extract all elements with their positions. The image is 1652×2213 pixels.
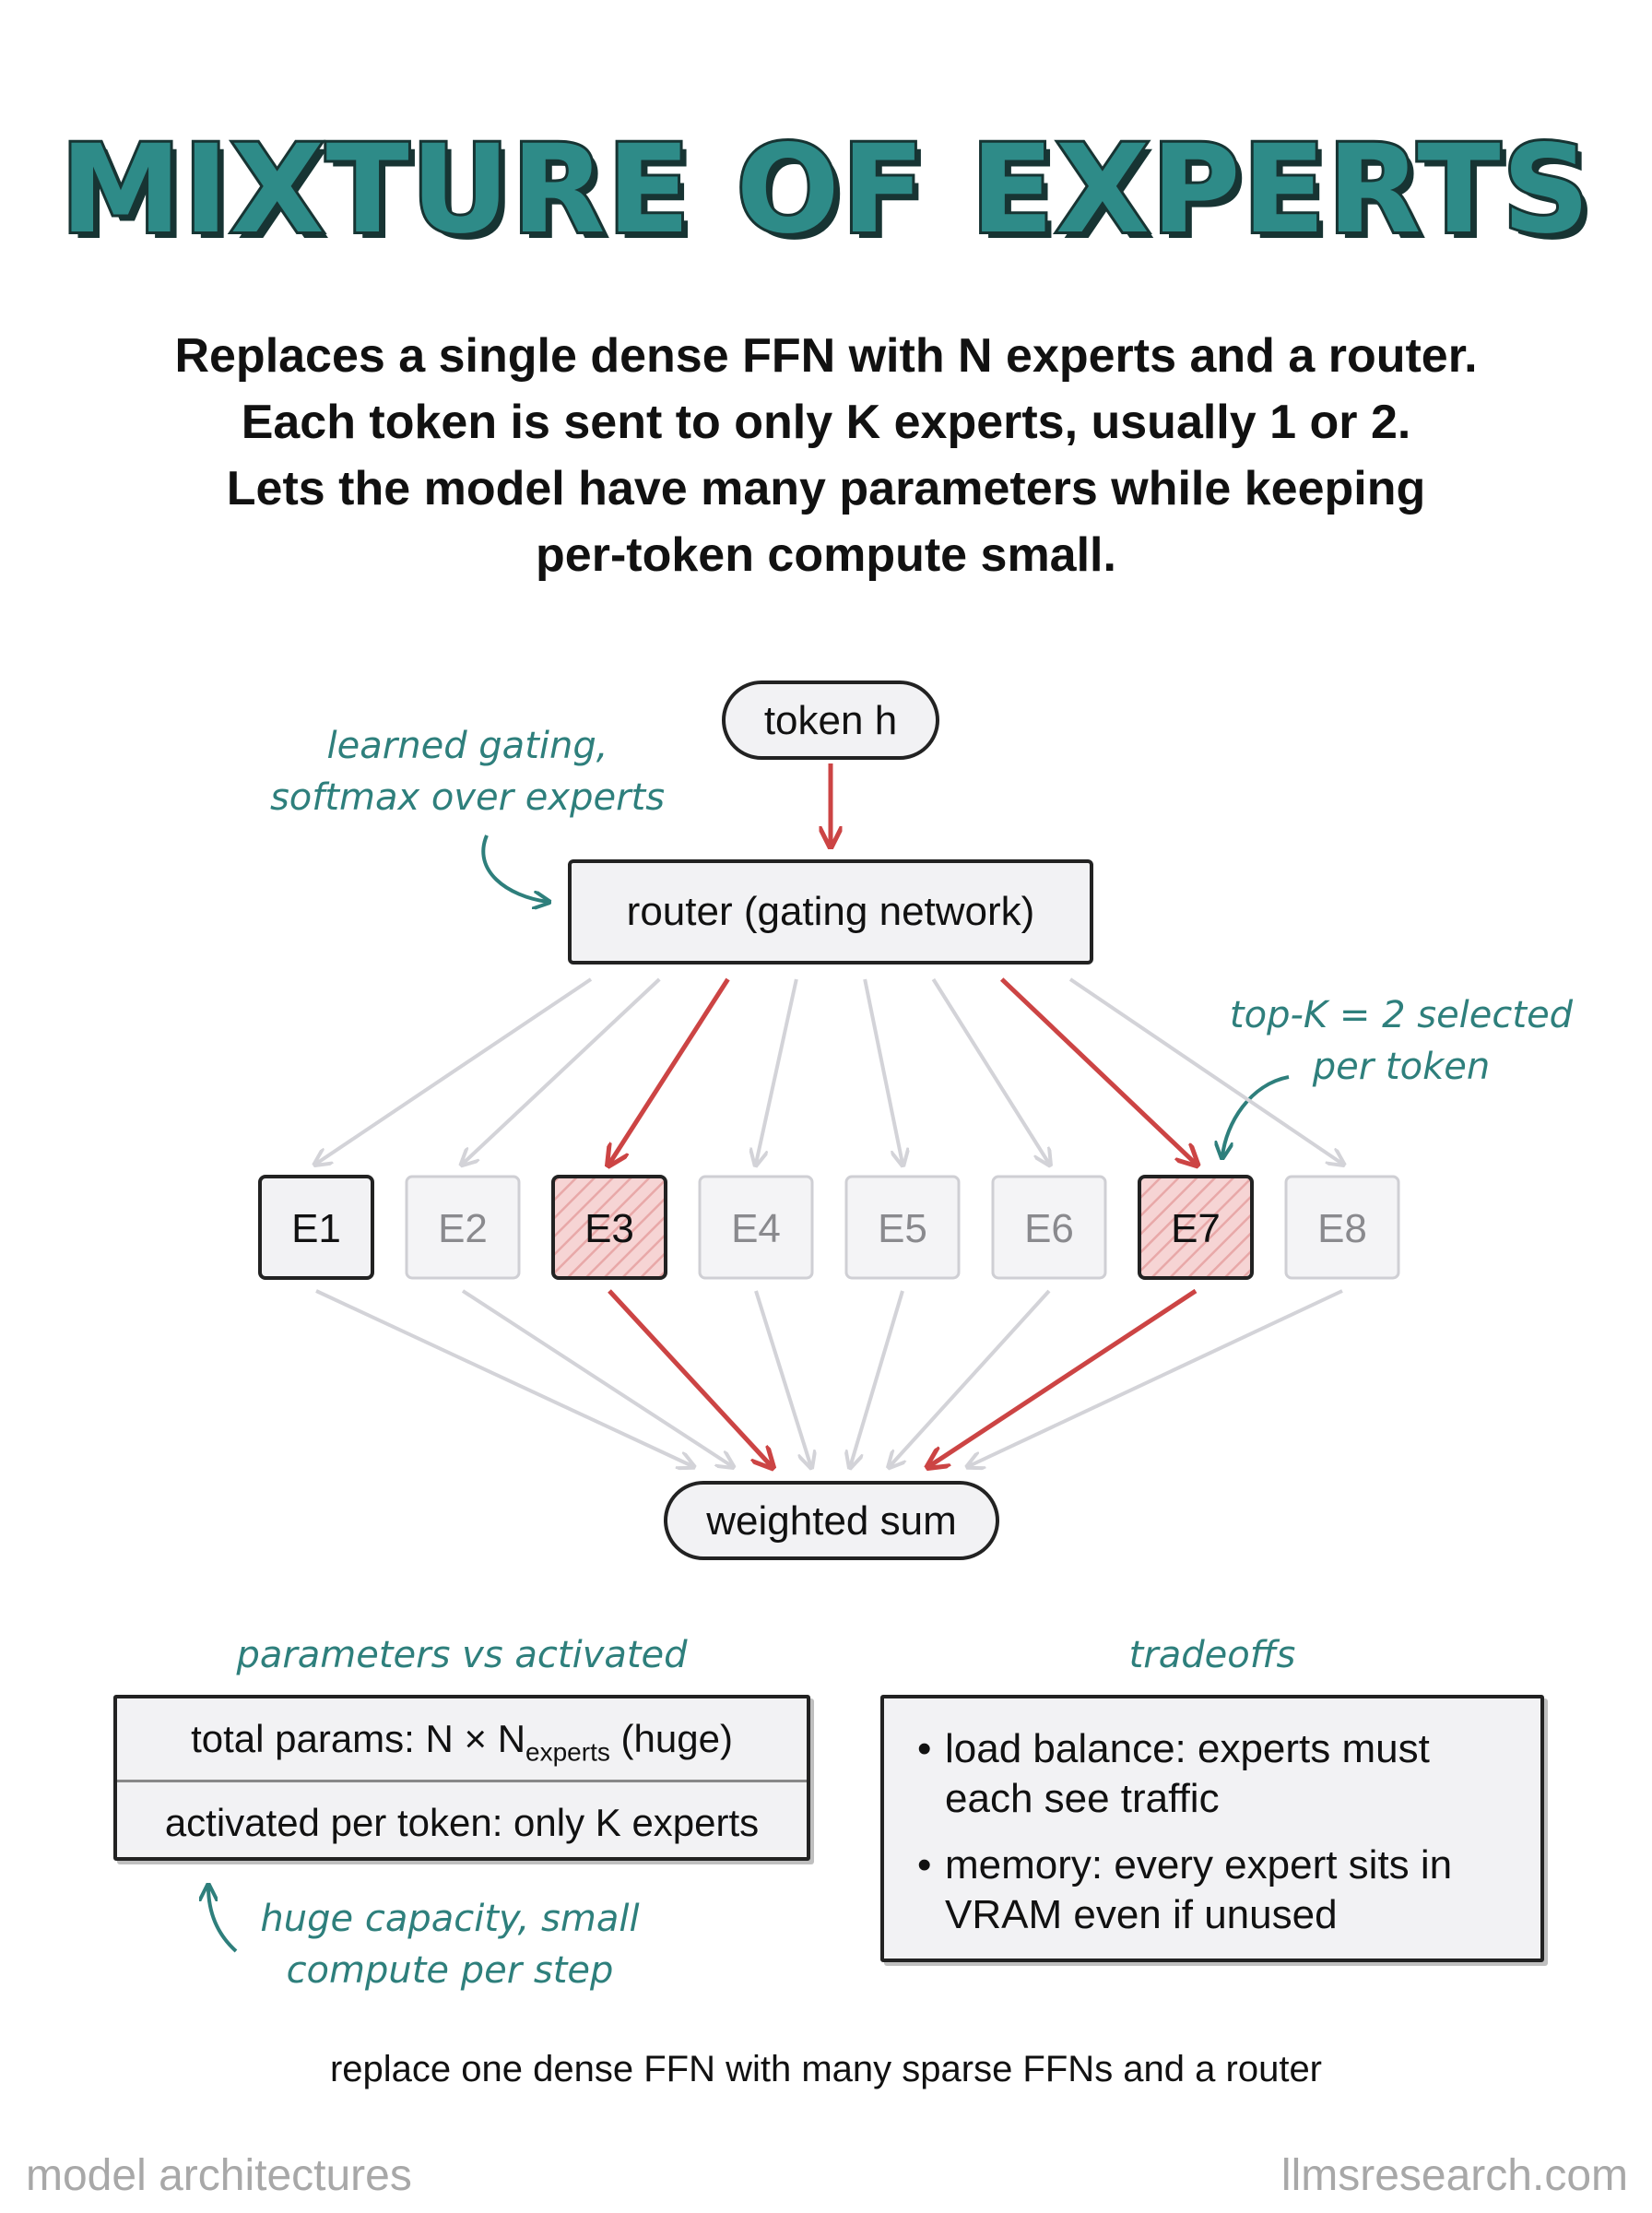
expert-to-sum-arrows (315, 1288, 1343, 1466)
total-params-row: total params: N × Nexperts (huge) (117, 1698, 807, 1782)
expert-box-e8: E8 (1284, 1175, 1400, 1280)
expert-label-e2: E2 (438, 1206, 488, 1251)
token-node: token h (722, 680, 939, 760)
router-arrow-e3 (609, 977, 730, 1164)
params-note-line-2: compute per step (287, 1949, 614, 1992)
total-params-suffix: (huge) (609, 1717, 733, 1760)
router-note-line-1: learned gating, (327, 725, 608, 767)
tradeoff-item-memory: memory: every expert sits in VRAM even i… (917, 1840, 1513, 1940)
activated-params-row: activated per token: only K experts (164, 1801, 760, 1844)
expert-box-e6: E6 (991, 1175, 1107, 1280)
subtitle-line-1: Replaces a single dense FFN with N exper… (174, 329, 1478, 383)
expert-label-e8: E8 (1317, 1206, 1367, 1251)
sum-arrow-e2 (461, 1289, 732, 1466)
expert-box-e2: E2 (405, 1175, 521, 1280)
router-to-expert-arrows (316, 977, 1342, 1164)
sum-arrow-e6 (890, 1289, 1051, 1466)
sum-arrow-e4 (754, 1290, 811, 1466)
params-note-arrow (208, 1887, 238, 1953)
expert-box-e3: E3 (551, 1175, 667, 1280)
token-label: token h (764, 698, 897, 743)
expert-label-e1: E1 (291, 1206, 341, 1251)
expert-box-e5: E5 (844, 1175, 961, 1280)
expert-label-e6: E6 (1024, 1206, 1074, 1251)
tradeoff-item-load-balance: load balance: experts must each see traf… (917, 1724, 1513, 1824)
tradeoffs-panel-title: tradeoffs (1128, 1634, 1296, 1676)
router-note-line-2: softmax over experts (270, 776, 665, 819)
caption: replace one dense FFN with many sparse F… (329, 2049, 1323, 2089)
expert-label-e7: E7 (1171, 1206, 1221, 1251)
selection-note-line-1: top-K = 2 selected (1230, 994, 1574, 1036)
expert-box-e4: E4 (698, 1175, 814, 1280)
sum-arrow-e1 (315, 1289, 692, 1466)
router-note-arrow (481, 834, 548, 902)
selection-note-arrow (1222, 1075, 1290, 1156)
expert-label-e5: E5 (878, 1206, 927, 1251)
expert-row: E1 E2 E3 E4 E5 E6 E7 E8 (258, 1175, 1400, 1280)
expert-label-e4: E4 (731, 1206, 781, 1251)
params-panel: total params: N × Nexperts (huge) activa… (113, 1695, 810, 1861)
router-arrow-e7 (999, 977, 1196, 1164)
expert-box-e1: E1 (258, 1175, 374, 1280)
subtitle-line-4: per-token compute small. (536, 528, 1116, 582)
router-arrow-e6 (931, 977, 1049, 1164)
sum-arrow-e5 (850, 1290, 904, 1466)
subtitle-line-2: Each token is sent to only K experts, us… (241, 396, 1411, 449)
weighted-sum-label: weighted sum (705, 1498, 956, 1544)
tradeoffs-panel: load balance: experts must each see traf… (880, 1695, 1544, 1962)
router-arrow-e8 (1068, 977, 1342, 1164)
weighted-sum-node: weighted sum (664, 1481, 999, 1560)
sum-arrow-e8 (969, 1289, 1343, 1466)
subtitle: Replaces a single dense FFN with N exper… (88, 323, 1564, 588)
total-params-subscript: experts (525, 1737, 610, 1767)
router-label: router (gating network) (627, 889, 1035, 934)
params-note-line-1: huge capacity, small (260, 1898, 639, 1940)
sum-arrow-e7 (929, 1288, 1198, 1466)
router-arrow-e1 (316, 977, 593, 1164)
router-node: router (gating network) (568, 859, 1093, 964)
expert-box-e7: E7 (1138, 1175, 1254, 1280)
page-title: MIXTURE OF EXPERTS (57, 119, 1592, 261)
router-arrow-e2 (463, 977, 661, 1164)
tradeoffs-list: load balance: experts must each see traf… (917, 1724, 1513, 1940)
expert-label-e3: E3 (584, 1206, 634, 1251)
footer-category: model architectures (26, 2151, 412, 2200)
router-arrow-e5 (863, 978, 903, 1164)
selection-note-line-2: per token (1312, 1046, 1490, 1088)
router-arrow-e4 (756, 978, 798, 1164)
subtitle-line-3: Lets the model have many parameters whil… (226, 462, 1426, 515)
params-panel-title: parameters vs activated (236, 1634, 688, 1676)
sum-arrow-e3 (608, 1289, 772, 1466)
footer-site: llmsresearch.com (1280, 2151, 1628, 2200)
total-params-prefix: total params: N × N (191, 1717, 526, 1760)
